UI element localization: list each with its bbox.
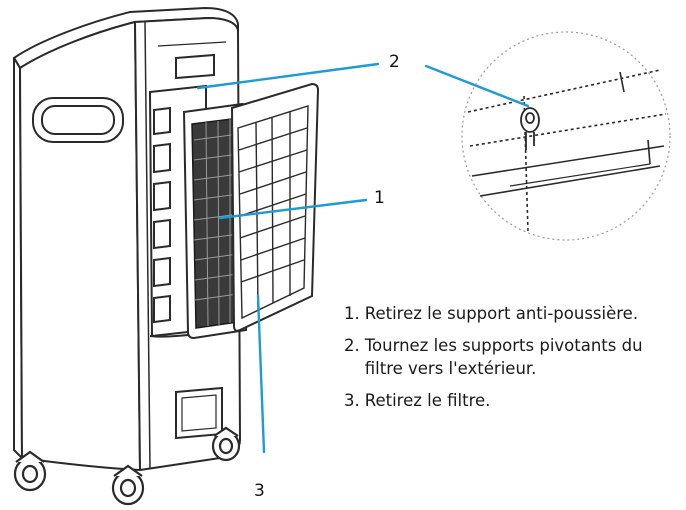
- step-text: Retirez le filtre.: [364, 390, 491, 410]
- leader-line-3: [256, 294, 266, 454]
- step-number: 2.: [344, 336, 360, 356]
- instruction-list: 1. Retirez le support anti-poussière. 2.…: [344, 303, 686, 422]
- step-number: 1.: [344, 304, 360, 323]
- instruction-step: 3. Retirez le filtre.: [344, 390, 686, 412]
- leader-line-1: [218, 198, 368, 220]
- pivot-knob-icon: [520, 107, 540, 150]
- leader-line-2-right: [424, 64, 530, 108]
- dust-support-frame: [230, 82, 320, 332]
- step-number: 3.: [344, 390, 360, 410]
- callout-2: 2: [389, 52, 400, 72]
- callout-3: 3: [254, 481, 265, 501]
- leader-line-2-left: [196, 62, 380, 90]
- callout-leaders: [196, 62, 530, 454]
- instruction-step: 2. Tournez les supports pivotants du fil…: [344, 335, 686, 380]
- zoom-detail: [461, 31, 671, 241]
- step-text: Tournez les supports pivotants du filtre…: [364, 336, 643, 378]
- instruction-step: 1. Retirez le support anti-poussière.: [344, 303, 686, 325]
- callout-1: 1: [374, 188, 385, 208]
- casters: [13, 426, 241, 506]
- control-panel: [157, 41, 227, 80]
- side-handle: [32, 97, 124, 143]
- step-text: Retirez le support anti-poussière.: [364, 304, 639, 323]
